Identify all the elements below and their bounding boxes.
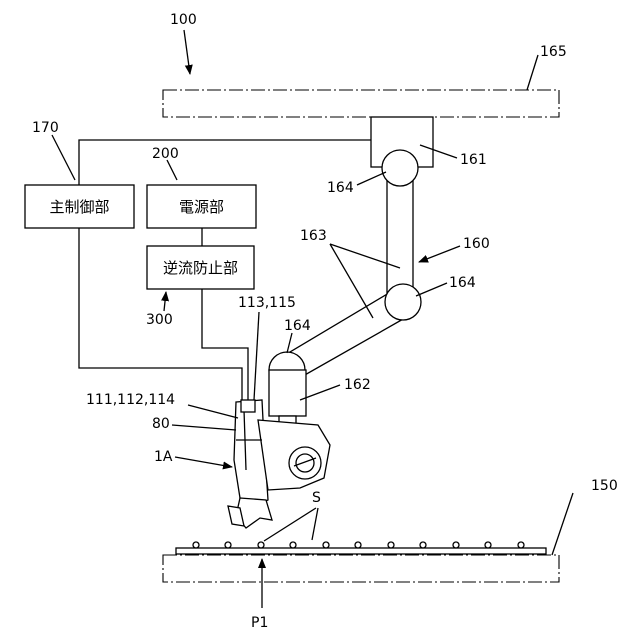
workpiece-leader bbox=[552, 493, 573, 555]
tool-ref-arrow bbox=[175, 457, 232, 467]
rail-leader bbox=[527, 55, 538, 90]
joint-low-leader bbox=[287, 333, 292, 353]
cable-leader bbox=[254, 312, 259, 400]
spot-leader-1 bbox=[264, 508, 316, 541]
control-wire-top bbox=[79, 140, 371, 185]
joint-top-ref: 164 bbox=[327, 180, 354, 196]
joint-top-leader bbox=[357, 172, 386, 185]
point-ref: P1 bbox=[251, 615, 268, 631]
wrist-ref: 162 bbox=[344, 377, 371, 393]
joint-mid-leader bbox=[416, 283, 447, 296]
top-rail bbox=[163, 90, 559, 117]
main-control-ref: 170 bbox=[32, 120, 59, 136]
nozzle-leader bbox=[172, 425, 236, 430]
workpiece-plate bbox=[176, 548, 546, 554]
spray-spots bbox=[193, 542, 524, 548]
backflow-ref-arrow bbox=[164, 292, 166, 311]
power-leader bbox=[167, 160, 177, 180]
workpiece-frame bbox=[163, 555, 559, 582]
joint-top bbox=[382, 150, 418, 186]
arm-ref-arrow bbox=[419, 246, 460, 262]
gun-parts-leader bbox=[188, 405, 238, 418]
spots-ref: S bbox=[312, 490, 321, 506]
link-ref: 163 bbox=[300, 228, 327, 244]
joint-low-ref: 164 bbox=[284, 318, 311, 334]
nozzle-ref: 80 bbox=[152, 416, 170, 432]
link-leader-lower bbox=[330, 244, 373, 318]
system-ref-arrow bbox=[184, 30, 190, 74]
power-ref: 200 bbox=[152, 146, 179, 162]
wrist-body bbox=[269, 370, 306, 416]
main-control-label: 主制御部 bbox=[49, 198, 109, 216]
rail-ref: 165 bbox=[540, 44, 567, 60]
arm-ref: 160 bbox=[463, 236, 490, 252]
spot-leader-2 bbox=[312, 508, 318, 540]
system-ref: 100 bbox=[170, 12, 197, 28]
backflow-ref: 300 bbox=[146, 312, 173, 328]
cable-ref: 113,115 bbox=[238, 295, 296, 311]
gun-parts-ref: 111,112,114 bbox=[86, 392, 175, 408]
base-ref: 161 bbox=[460, 152, 487, 168]
tool-ref: 1A bbox=[154, 449, 173, 465]
backflow-prevention-label: 逆流防止部 bbox=[163, 259, 238, 277]
arm-upper-link bbox=[387, 170, 413, 300]
power-supply-label: 電源部 bbox=[179, 198, 224, 216]
main-control-leader bbox=[52, 135, 75, 180]
joint-middle bbox=[385, 284, 421, 320]
workpiece-ref: 150 bbox=[591, 478, 618, 494]
joint-mid-ref: 164 bbox=[449, 275, 476, 291]
